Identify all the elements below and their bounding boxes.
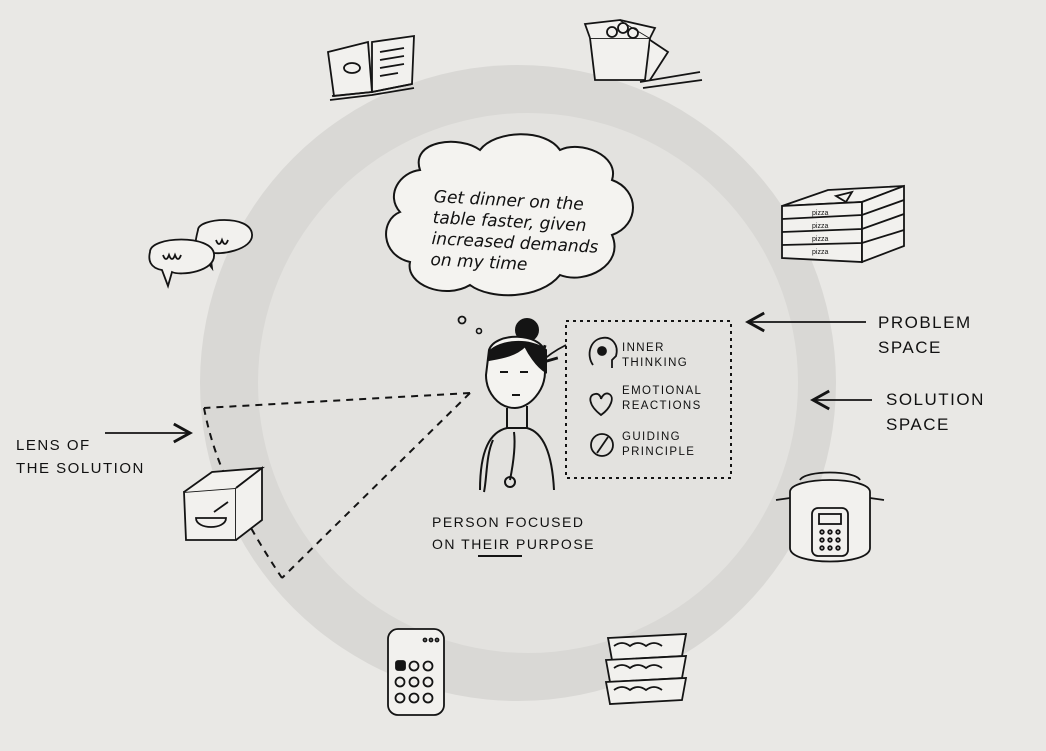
thought-text: Get dinner on the table faster, given in… (430, 187, 624, 281)
pressure-cooker-icon (775, 471, 885, 563)
meal-kit-box-icon (183, 466, 265, 541)
thought-cloud (385, 133, 634, 297)
person-figure (479, 318, 555, 493)
solution-lens-wedge (203, 392, 471, 579)
pizza-boxes-icon (781, 184, 905, 264)
brain-head-icon (588, 336, 618, 368)
guiding-principle-label: GUIDING PRINCIPLE (622, 431, 696, 458)
chat-bubbles-icon (148, 219, 253, 289)
pizza-box-labels: pizza pizza pizza pizza (812, 210, 828, 256)
pizza-box-label: pizza (812, 236, 828, 243)
inner-thinking-label: INNER THINKING (622, 342, 689, 369)
pizza-box-label: pizza (812, 249, 828, 256)
meal-prep-containers-icon (604, 633, 688, 705)
problem-space-label: PROBLEM SPACE (878, 313, 972, 357)
person-to-box-arrow (537, 344, 567, 366)
lens-label: LENS of THE SOLUTION (16, 437, 145, 477)
emotional-reactions-label: EMOTIONAL REACTIONS (622, 385, 703, 412)
thought-dot (475, 327, 483, 335)
person-caption: PERSON FOCUSED ON THEIR PURPOSE (432, 514, 595, 552)
heart-icon (589, 392, 613, 417)
phone-app-icon (387, 628, 445, 716)
compass-icon (590, 433, 614, 457)
solution-space-label: SOLUTION SPACE (886, 390, 985, 434)
thought-dot (457, 315, 467, 325)
recipe-book-icon (326, 34, 415, 101)
pizza-box-label: pizza (812, 210, 828, 217)
takeout-box-icon (583, 19, 703, 89)
pizza-box-label: pizza (812, 223, 828, 230)
